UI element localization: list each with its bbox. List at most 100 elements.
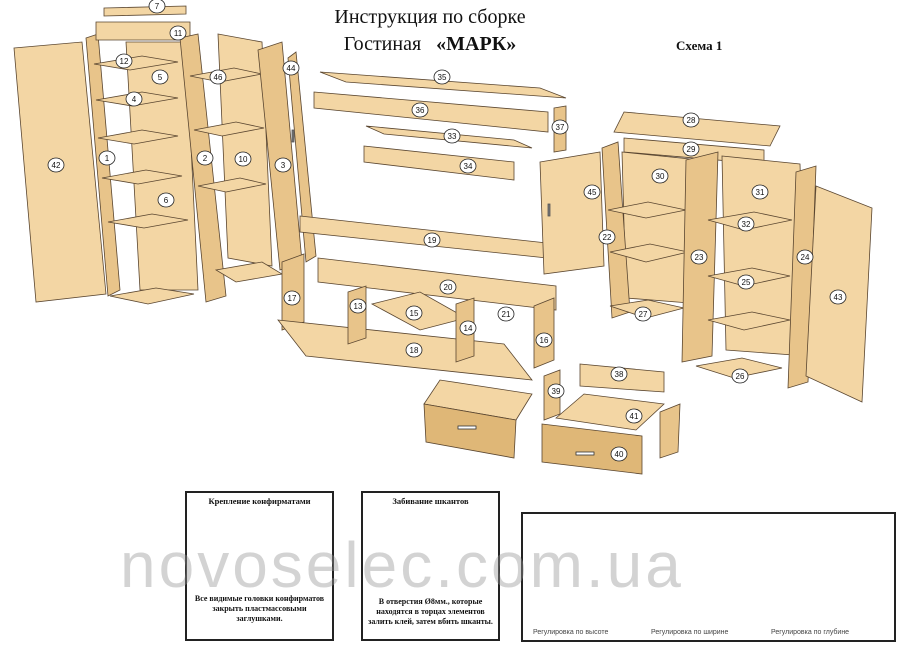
part-label-1: 1 [98,150,116,166]
part-label-circle [115,53,133,69]
door-42 [13,41,107,303]
shelf-32b [707,311,791,331]
part-label-37: 37 [551,119,569,135]
part-label-circle [459,320,477,336]
part-label-circle [439,279,457,295]
part-label-text: 32 [742,220,751,229]
part-label-circle [583,184,601,200]
part-label-circle [169,25,187,41]
part-label-circle [274,157,292,173]
part-label-text: 37 [556,123,565,132]
bottom-26 [695,357,783,379]
top-panel-7 [103,5,187,17]
part-label-40: 40 [610,446,628,462]
part-label-text: 12 [120,57,129,66]
part-label-10: 10 [234,151,252,167]
door-knob-44 [291,129,295,143]
part-label-circle [610,446,628,462]
part-label-circle [651,168,669,184]
part-label-text: 21 [502,310,511,319]
confirmat-inset: Крепление конфирматами Все видимые голов… [185,491,334,641]
part-label-26: 26 [731,368,749,384]
hinge-caption-depth: Регулировка по глубине [771,629,850,636]
part-label-20: 20 [439,279,457,295]
part-label-4: 4 [125,91,143,107]
drawer-bottom-41 [555,393,665,431]
part-label-text: 25 [742,278,751,287]
part-label-31: 31 [751,184,769,200]
part-label-text: 46 [214,73,223,82]
part-label-text: 24 [801,253,810,262]
part-label-circle [151,69,169,85]
part-label-text: 29 [687,145,696,154]
part-label-19: 19 [423,232,441,248]
part-label-text: 14 [464,324,473,333]
part-label-46: 46 [209,69,227,85]
shelf-4b [101,169,183,185]
part-label-circle [234,151,252,167]
part-label-text: 42 [52,161,61,170]
glass-door-44 [287,51,317,263]
part-label-circle [209,69,227,85]
drawer-side-39b [659,403,681,459]
part-label-text: 30 [656,172,665,181]
part-label-24: 24 [796,249,814,265]
drawer-handle-b [575,451,595,456]
part-label-text: 10 [239,155,248,164]
part-label-text: 44 [287,64,296,73]
part-label-15: 15 [405,305,423,321]
confirmat-inset-title: Крепление конфирматами [208,496,311,506]
part-label-text: 34 [464,162,473,171]
part-label-text: 7 [155,2,160,11]
part-label-13: 13 [349,298,367,314]
part-label-text: 16 [540,336,549,345]
part-label-text: 26 [736,372,745,381]
partition-13 [347,285,367,345]
part-label-22: 22 [598,229,616,245]
part-label-text: 18 [410,346,419,355]
panel-34 [363,145,515,181]
product-name: «МАРК» [436,33,517,55]
part-label-25: 25 [737,274,755,290]
part-label-text: 45 [588,188,597,197]
part-label-text: 20 [444,283,453,292]
part-label-text: 28 [687,116,696,125]
bottom-5 [109,287,195,305]
part-label-circle [497,306,515,322]
part-label-circle [405,305,423,321]
shelf-35 [319,71,567,99]
part-label-circle [731,368,749,384]
watermark: novoselec.com.ua [120,529,684,601]
drawer-handle-a [457,425,477,430]
part-label-circle [598,229,616,245]
part-label-23: 23 [690,249,708,265]
shelf-46c [197,177,267,193]
part-label-44: 44 [282,60,300,76]
part-label-text: 31 [756,188,765,197]
part-label-text: 4 [132,95,137,104]
part-label-30: 30 [651,168,669,184]
dowel-inset-title: Забивание шкантов [392,496,469,506]
shelf-12b [97,129,179,145]
side-panel-1 [85,33,121,297]
part-label-circle [634,306,652,322]
part-label-circle [423,232,441,248]
part-label-34: 34 [459,158,477,174]
subtitle-prefix: Гостиная [343,33,422,55]
part-label-42: 42 [47,157,65,173]
part-label-circle [157,192,175,208]
part-label-7: 7 [148,0,166,14]
part-label-circle [459,158,477,174]
hinge-caption-width: Регулировка по ширине [651,629,729,636]
part-label-circle [47,157,65,173]
part-label-circle [405,342,423,358]
part-label-text: 40 [615,450,624,459]
part-label-text: 43 [834,293,843,302]
part-label-circle [98,150,116,166]
part-label-text: 13 [354,302,363,311]
part-label-28: 28 [682,112,700,128]
hinge-adjust-inset: Регулировка по высоте Регулировка по шир… [521,512,896,642]
part-label-21: 21 [497,306,515,322]
part-label-45: 45 [583,184,601,200]
